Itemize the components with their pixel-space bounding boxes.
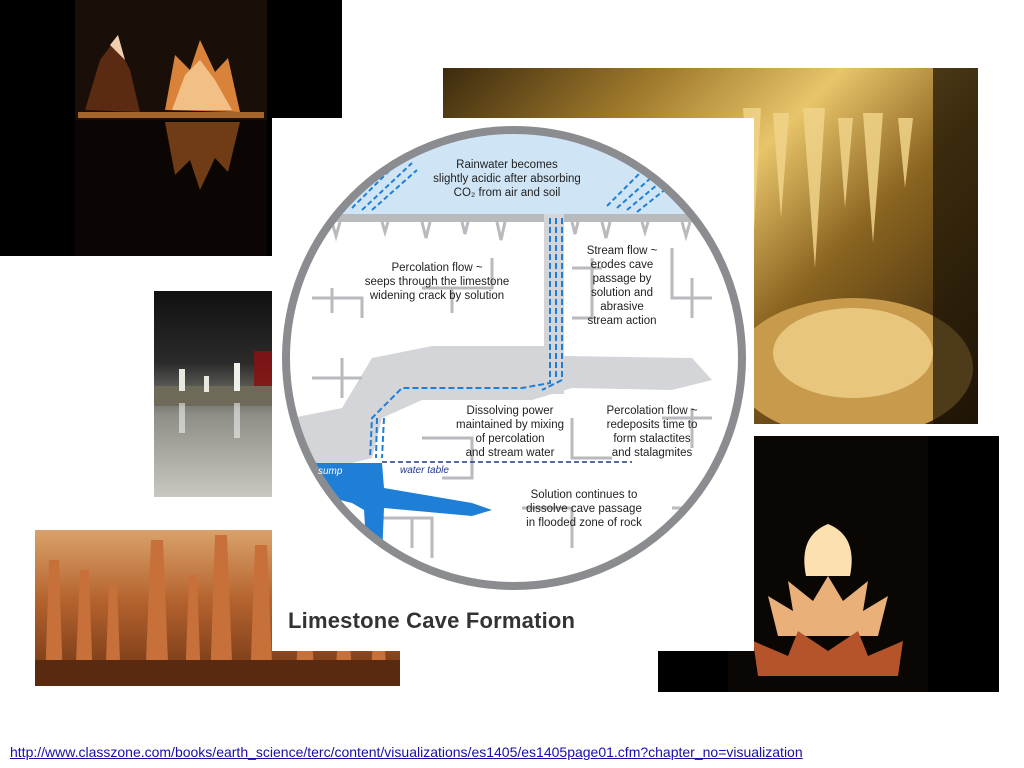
label-deposit-4: and stalagmites — [612, 447, 693, 459]
diagram-ring — [282, 126, 746, 590]
label-deposit-3: form stalactites — [613, 433, 691, 445]
label-rain-3: CO₂ from air and soil — [454, 187, 561, 199]
label-perc-3: widening crack by solution — [369, 290, 504, 302]
label-water-table: water table — [400, 465, 449, 476]
source-link[interactable]: http://www.classzone.com/books/earth_sci… — [10, 744, 803, 760]
label-stream-2: erodes cave — [591, 259, 654, 271]
cave-formation-diagram: Rainwater becomes slightly acidic after … — [272, 118, 754, 651]
flooded-zone — [312, 463, 492, 558]
label-stream-3: passage by — [593, 273, 652, 285]
label-rain-2: slightly acidic after absorbing — [433, 173, 581, 185]
label-perc-2: seeps through the limestone — [365, 276, 509, 288]
label-dissolve-1: Dissolving power — [467, 405, 554, 417]
label-solution-2: dissolve cave passage — [526, 503, 642, 515]
label-dissolve-3: of percolation — [475, 433, 544, 445]
label-stream-1: Stream flow ~ — [587, 245, 658, 257]
label-dissolve-2: maintained by mixing — [456, 419, 564, 431]
label-sump: sump — [318, 466, 343, 477]
flooded-cave-photo — [154, 291, 274, 497]
diagram-title: Limestone Cave Formation — [288, 608, 576, 633]
percolation-flow — [369, 218, 563, 459]
label-rain-1: Rainwater becomes — [456, 159, 558, 171]
label-solution-1: Solution continues to — [531, 489, 638, 501]
label-dissolve-4: and stream water — [466, 447, 555, 459]
label-solution-3: in flooded zone of rock — [526, 517, 642, 529]
label-stream-5: abrasive — [600, 301, 643, 313]
label-stream-6: stream action — [587, 315, 656, 327]
glowing-crystal-photo — [658, 436, 999, 692]
cave-passage — [292, 346, 712, 468]
label-perc-1: Percolation flow ~ — [391, 262, 482, 274]
label-stream-4: solution and — [591, 287, 653, 299]
label-deposit-2: redeposits time to — [607, 419, 698, 431]
label-deposit-1: Percolation flow ~ — [606, 405, 697, 417]
